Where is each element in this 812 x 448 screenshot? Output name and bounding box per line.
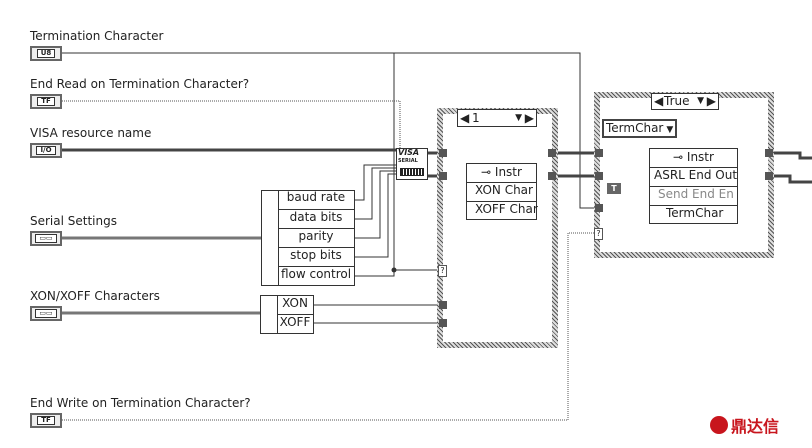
property-asrl-end-out[interactable]: ASRL End Out — [650, 167, 737, 186]
tunnel — [548, 149, 556, 157]
watermark-text: 鼎达信 — [731, 417, 780, 436]
visa-subtitle: SERIAL — [398, 158, 418, 164]
property-node-class: Instr — [494, 165, 522, 179]
termination-character-terminal[interactable]: U8 — [30, 46, 62, 61]
tunnel — [548, 172, 556, 180]
boolean-type-icon: TF — [37, 416, 55, 425]
wire-stopbits — [354, 173, 398, 258]
termination-character-label: Termination Character — [30, 29, 164, 43]
dropdown-icon[interactable]: ▼ — [666, 125, 674, 135]
end-write-label: End Write on Termination Character? — [30, 396, 251, 410]
reference-icon: ⊸ — [673, 150, 687, 164]
case-selector-2[interactable]: True ◀ ▼ ▶ — [651, 93, 719, 110]
watermark-logo: 鼎达信 — [710, 413, 779, 437]
property-node-class: Instr — [686, 150, 714, 164]
end-write-terminal[interactable]: TF — [30, 413, 62, 428]
true-constant[interactable]: T — [607, 183, 621, 194]
wire-termchar — [60, 52, 598, 209]
io-type-icon: I/O — [36, 146, 56, 155]
property-xoff-char[interactable]: XOFF Char — [467, 201, 538, 220]
wire-baud — [354, 164, 398, 201]
unbundle-item[interactable]: parity — [278, 228, 354, 248]
unbundle-item[interactable]: stop bits — [278, 247, 354, 267]
termchar-enum-constant[interactable]: TermChar▼ — [602, 119, 677, 138]
wire-flow-control — [354, 269, 441, 277]
increment-arrow-icon[interactable]: ▶ — [706, 94, 716, 108]
visa-configure-serial-node[interactable]: VISA SERIAL — [396, 148, 428, 180]
serial-port-icon — [400, 168, 424, 176]
brand-logo-icon — [710, 416, 728, 434]
unbundle-item[interactable]: baud rate — [286, 190, 346, 204]
case-structure-1[interactable] — [437, 108, 558, 348]
tunnel — [595, 204, 603, 212]
unbundle-item[interactable]: XON — [282, 296, 308, 310]
case-selector-1[interactable]: 1 ◀ ▼ ▶ — [457, 109, 537, 127]
tunnel — [439, 319, 447, 327]
case-selector-value: 1 — [472, 111, 480, 125]
decrement-arrow-icon[interactable]: ◀ — [460, 111, 470, 125]
unwired-tunnel: ? — [438, 265, 447, 277]
unbundle-item[interactable]: flow control — [278, 266, 354, 286]
tunnel — [439, 172, 447, 180]
property-node-2[interactable]: ⊸ Instr ASRL End Out Send End En TermCha… — [649, 148, 738, 224]
tunnel — [439, 149, 447, 157]
enum-value: TermChar — [606, 121, 664, 135]
xonxoff-label: XON/XOFF Characters — [30, 289, 160, 303]
tunnel — [765, 172, 773, 180]
property-send-end-en[interactable]: Send End En — [650, 186, 737, 205]
unbundle-by-name-serial[interactable]: baud rate data bits parity stop bits flo… — [261, 190, 355, 286]
property-xon-char[interactable]: XON Char — [467, 182, 536, 201]
reference-icon: ⊸ — [481, 165, 495, 179]
increment-arrow-icon[interactable]: ▶ — [524, 111, 534, 125]
visa-resource-terminal[interactable]: I/O — [30, 143, 62, 158]
property-node-1[interactable]: ⊸ Instr XON Char XOFF Char — [466, 163, 538, 220]
case-selector-value: True — [664, 94, 690, 108]
serial-settings-terminal[interactable]: ▭▭ — [30, 231, 62, 246]
visa-resource-label: VISA resource name — [30, 126, 152, 140]
dropdown-icon[interactable]: ▼ — [515, 113, 522, 123]
decrement-arrow-icon[interactable]: ◀ — [654, 94, 664, 108]
cluster-type-icon: ▭▭ — [35, 309, 57, 318]
property-termchar[interactable]: TermChar — [650, 205, 737, 224]
visa-title: VISA — [398, 148, 420, 157]
u8-type-icon: U8 — [36, 49, 56, 58]
wire-databits — [354, 167, 398, 220]
unwired-tunnel: ? — [594, 228, 603, 240]
serial-settings-label: Serial Settings — [30, 214, 117, 228]
cluster-type-icon: ▭▭ — [35, 234, 57, 243]
unbundle-item[interactable]: data bits — [278, 209, 354, 229]
end-read-label: End Read on Termination Character? — [30, 77, 250, 91]
tunnel — [439, 301, 447, 309]
dropdown-icon[interactable]: ▼ — [697, 96, 704, 106]
unbundle-by-name-xonxoff[interactable]: XON XOFF — [260, 295, 314, 334]
unbundle-item[interactable]: XOFF — [277, 314, 313, 333]
wire-end-read — [60, 100, 401, 148]
xonxoff-terminal[interactable]: ▭▭ — [30, 306, 62, 321]
wire-parity — [354, 170, 398, 239]
tunnel — [595, 149, 603, 157]
wire-end-write — [60, 232, 598, 421]
end-read-terminal[interactable]: TF — [30, 94, 62, 109]
tunnel — [595, 172, 603, 180]
tunnel — [765, 149, 773, 157]
boolean-type-icon: TF — [37, 97, 55, 106]
